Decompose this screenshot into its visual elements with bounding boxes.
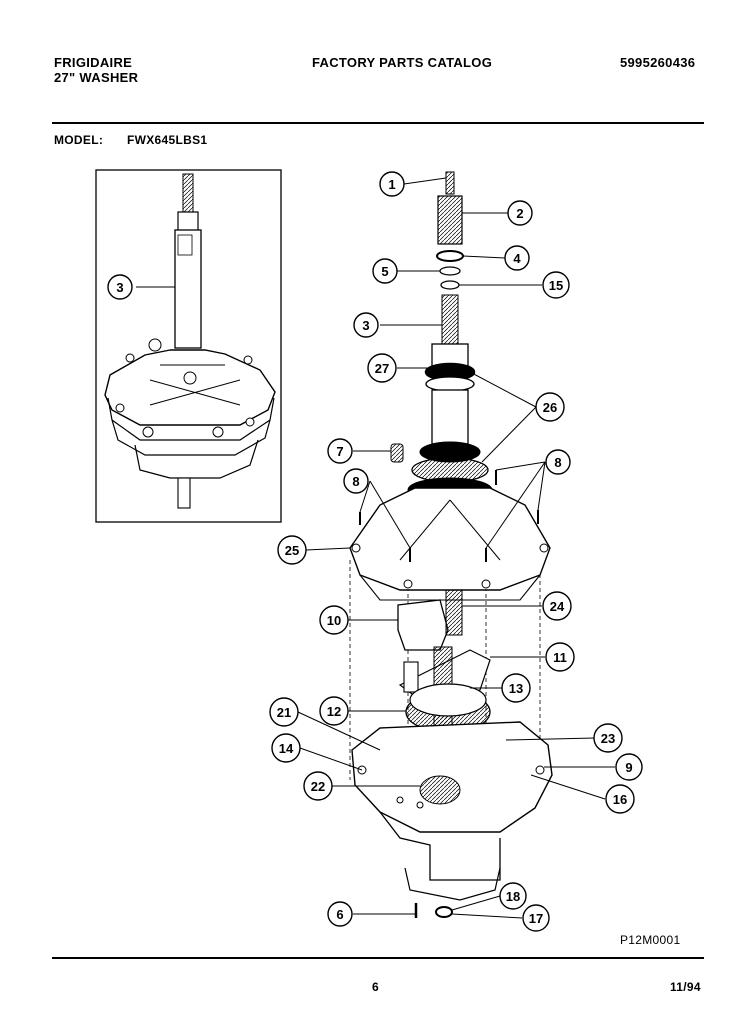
svg-text:12: 12 [327,704,341,719]
svg-text:18: 18 [506,889,520,904]
callout-8-left: 8 [343,468,369,494]
callout-6: 6 [327,901,353,927]
callout-16: 16 [605,784,635,814]
svg-text:27: 27 [375,361,389,376]
svg-text:22: 22 [311,779,325,794]
callout-4: 4 [504,245,530,271]
svg-text:14: 14 [279,741,294,756]
callout-17: 17 [522,904,550,932]
callout-1: 1 [379,171,405,197]
inset-callout-label: 3 [116,280,123,295]
svg-text:16: 16 [613,792,627,807]
callout-13: 13 [501,673,531,703]
footer-rule [52,957,704,959]
callout-7: 7 [327,438,353,464]
callout-23: 23 [593,723,623,753]
svg-text:6: 6 [336,907,343,922]
model-value: FWX645LBS1 [127,133,208,147]
callout-11: 11 [545,642,575,672]
svg-text:5: 5 [381,264,388,279]
svg-text:2: 2 [516,206,523,221]
callout-2: 2 [507,200,533,226]
header-rule [52,122,704,124]
svg-text:9: 9 [625,760,632,775]
callout-10: 10 [319,605,349,635]
footer-date: 11/94 [670,980,701,994]
callout-15: 15 [542,271,570,299]
svg-text:26: 26 [543,400,557,415]
svg-text:10: 10 [327,613,341,628]
inset-transmission-assembly: 3 [95,169,282,523]
callout-9: 9 [615,753,643,781]
svg-text:8: 8 [352,474,359,489]
callout-25: 25 [277,535,307,565]
callout-18: 18 [499,882,527,910]
inset-callout-circle [107,274,133,300]
catalog-number: 5995260436 [620,55,696,70]
callout-26: 26 [535,392,565,422]
svg-text:11: 11 [553,650,567,665]
svg-text:7: 7 [336,444,343,459]
figure-code: P12M0001 [620,933,681,947]
model-label: MODEL: [54,133,104,147]
callout-27: 27 [367,353,397,383]
main-exploded-view [297,171,615,919]
brand-name: FRIGIDAIRE [54,55,133,70]
svg-text:17: 17 [529,911,543,926]
svg-text:1: 1 [388,177,395,192]
svg-text:15: 15 [549,278,563,293]
callout-14: 14 [271,733,301,763]
callout-8-right: 8 [545,449,571,475]
callout-3: 3 [353,312,379,338]
page-number: 6 [372,980,379,994]
callout-21: 21 [269,697,299,727]
svg-text:24: 24 [550,599,565,614]
svg-text:23: 23 [601,731,615,746]
callout-12: 12 [319,696,349,726]
callout-22: 22 [303,771,333,801]
callout-5: 5 [372,258,398,284]
svg-text:13: 13 [509,681,523,696]
svg-text:8: 8 [554,455,561,470]
svg-text:3: 3 [362,318,369,333]
svg-text:4: 4 [513,251,521,266]
svg-text:21: 21 [277,705,291,720]
callout-markers: 1 2 4 5 15 3 27 26 7 8 8 25 10 24 11 13 … [269,171,643,932]
svg-text:25: 25 [285,543,299,558]
callout-24: 24 [542,591,572,621]
catalog-title: FACTORY PARTS CATALOG [312,55,493,70]
product-name: 27" WASHER [54,70,139,85]
